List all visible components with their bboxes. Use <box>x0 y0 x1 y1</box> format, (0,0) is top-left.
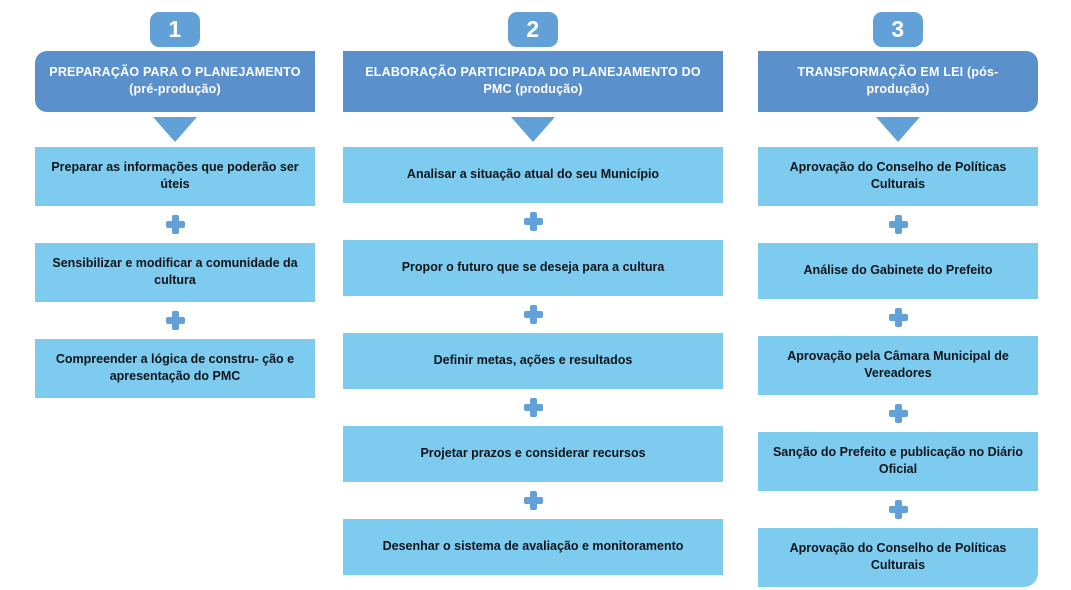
phase-header-2: ELABORAÇÃO PARTICIPADA DO PLANEJAMENTO D… <box>343 51 723 112</box>
step-box: Aprovação do Conselho de Políticas Cultu… <box>758 527 1038 587</box>
plus-connector-icon <box>523 304 543 324</box>
down-arrow-icon-3 <box>876 116 920 142</box>
phase-column-2: 2 ELABORAÇÃO PARTICIPADA DO PLANEJAMENTO… <box>343 0 723 575</box>
step-box: Sanção do Prefeito e publicação no Diári… <box>758 431 1038 491</box>
down-arrow-icon-1 <box>153 116 197 142</box>
phase-header-3: TRANSFORMAÇÃO EM LEI (pós-produção) <box>758 51 1038 112</box>
plus-connector-icon <box>888 307 908 327</box>
plus-connector-icon <box>523 490 543 510</box>
step-box: Compreender a lógica de constru- ção e a… <box>35 338 315 398</box>
phase-number-badge-2: 2 <box>508 12 558 47</box>
step-box: Definir metas, ações e resultados <box>343 332 723 389</box>
plus-connector-icon <box>165 214 185 234</box>
phase-number-badge-1: 1 <box>150 12 200 47</box>
phase-header-1: PREPARAÇÃO PARA O PLANEJAMENTO (pré-prod… <box>35 51 315 112</box>
plus-connector-icon <box>888 214 908 234</box>
phase-column-1: 1 PREPARAÇÃO PARA O PLANEJAMENTO (pré-pr… <box>35 0 315 398</box>
step-box: Propor o futuro que se deseja para a cul… <box>343 239 723 296</box>
step-box: Aprovação do Conselho de Políticas Cultu… <box>758 146 1038 206</box>
step-box: Analisar a situação atual do seu Municíp… <box>343 146 723 203</box>
plus-connector-icon <box>888 403 908 423</box>
plus-connector-icon <box>523 211 543 231</box>
step-box: Preparar as informações que poderão ser … <box>35 146 315 206</box>
step-box: Análise do Gabinete do Prefeito <box>758 242 1038 299</box>
step-box: Projetar prazos e considerar recursos <box>343 425 723 482</box>
down-arrow-icon-2 <box>511 116 555 142</box>
step-box: Aprovação pela Câmara Municipal de Verea… <box>758 335 1038 395</box>
plus-connector-icon <box>523 397 543 417</box>
step-box: Sensibilizar e modificar a comunidade da… <box>35 242 315 302</box>
plus-connector-icon <box>888 499 908 519</box>
plus-connector-icon <box>165 310 185 330</box>
phase-number-badge-3: 3 <box>873 12 923 47</box>
phase-column-3: 3 TRANSFORMAÇÃO EM LEI (pós-produção) Ap… <box>758 0 1038 587</box>
step-box: Desenhar o sistema de avaliação e monito… <box>343 518 723 575</box>
